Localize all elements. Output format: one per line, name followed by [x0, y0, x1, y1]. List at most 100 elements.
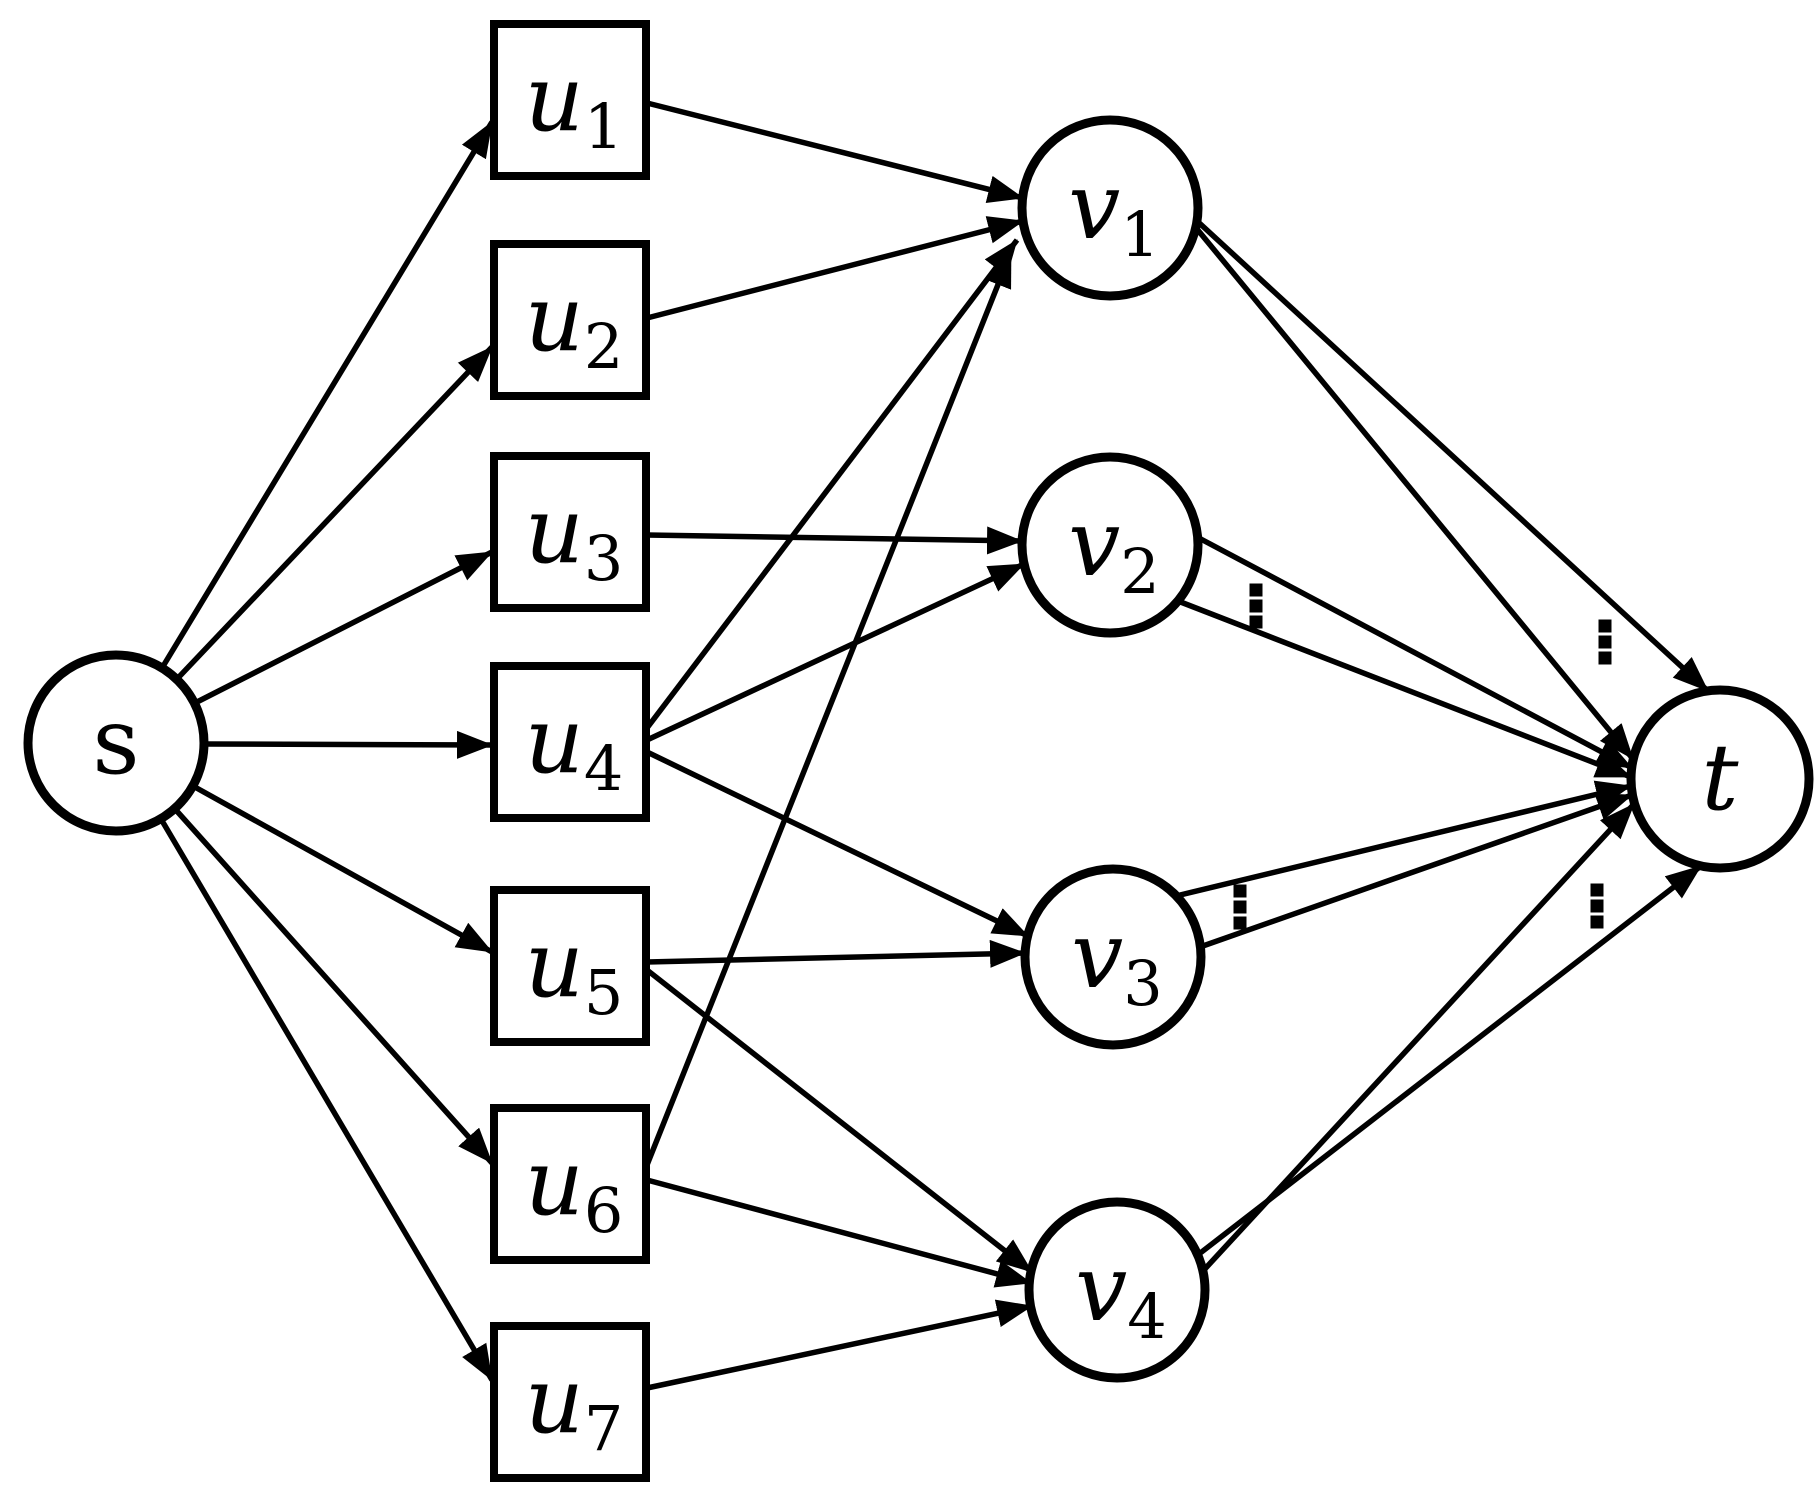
node-u5-label-main: u — [525, 911, 584, 1018]
edge-s-u6 — [172, 807, 495, 1165]
edges-layer — [158, 100, 1710, 1391]
dots-v3-t-dot-1 — [1233, 884, 1247, 898]
node-v1-label: v1 — [1068, 153, 1159, 271]
node-u1-label: u1 — [525, 45, 624, 163]
edge-s-u2 — [175, 345, 494, 681]
dots-v1-t-dot-2 — [1598, 635, 1612, 649]
edge-u5-v3 — [646, 939, 1026, 968]
dots-v1-t-dot-1 — [1598, 619, 1612, 633]
node-v2: v2 — [1017, 452, 1203, 638]
node-u7-square — [490, 1322, 650, 1482]
node-u5-label-subscript: 5 — [584, 956, 623, 1029]
node-u4: u4 — [490, 662, 650, 822]
edge-u2-v1 — [646, 216, 1024, 321]
node-u1-square — [490, 20, 650, 180]
dots-v2-t-dot-1 — [1249, 583, 1263, 597]
node-u3-label-main: u — [525, 477, 584, 584]
node-u6-label-subscript: 6 — [584, 1174, 623, 1247]
node-s-circle — [23, 650, 209, 836]
edge-u4-v1 — [644, 238, 1020, 730]
dots-v4-t — [1590, 883, 1604, 929]
edge-s-u7 — [158, 817, 495, 1382]
node-v3-label-main: v — [1071, 902, 1123, 1009]
node-v4: v4 — [1024, 1197, 1210, 1383]
node-v3-label: v3 — [1071, 902, 1162, 1020]
dots-v2-t-dot-2 — [1249, 599, 1263, 613]
node-t: t — [1626, 685, 1814, 873]
node-u1: u1 — [490, 20, 650, 180]
node-u4-label-main: u — [525, 687, 584, 794]
node-v3: v3 — [1020, 864, 1206, 1050]
node-u1-label-main: u — [525, 45, 584, 152]
node-t-circle — [1626, 685, 1814, 873]
node-u6-label: u6 — [525, 1129, 624, 1247]
node-u2-label-main: u — [525, 265, 584, 372]
dots-v4-t-dot-3 — [1590, 915, 1604, 929]
node-u2-label: u2 — [525, 265, 624, 383]
node-v2-label: v2 — [1068, 490, 1159, 608]
edge-v3-t-lower — [1199, 792, 1633, 950]
node-u5-label: u5 — [525, 911, 624, 1029]
node-t-label-main: t — [1702, 724, 1740, 831]
edge-u7-v4 — [646, 1299, 1033, 1391]
node-u6-square — [490, 1104, 650, 1264]
node-u2: u2 — [490, 240, 650, 400]
edge-u3-v2 — [646, 526, 1023, 555]
node-u6-label-main: u — [525, 1129, 584, 1236]
edge-v2-t-lower — [1177, 598, 1632, 780]
edge-s-u5 — [191, 783, 494, 955]
edge-u6-v1 — [644, 250, 1014, 1167]
node-v2-label-subscript: 2 — [1120, 535, 1159, 608]
node-u7-label-main: u — [525, 1347, 584, 1454]
node-v4-label-subscript: 4 — [1127, 1280, 1166, 1353]
dots-v1-t-dot-3 — [1598, 651, 1612, 665]
node-u2-square — [490, 240, 650, 400]
edge-v1-t-lower — [1194, 227, 1636, 761]
node-u3-label: u3 — [525, 477, 624, 595]
edge-v1-t-upper — [1194, 217, 1710, 694]
node-u2-label-subscript: 2 — [584, 310, 623, 383]
node-v4-label: v4 — [1075, 1235, 1166, 1353]
edge-v2-t-upper — [1195, 534, 1634, 771]
edge-s-u4 — [203, 730, 493, 759]
node-s: s — [23, 650, 209, 836]
node-u6: u6 — [490, 1104, 650, 1264]
node-u7-label: u7 — [525, 1347, 624, 1465]
node-v3-label-subscript: 3 — [1123, 947, 1162, 1020]
dots-v2-t — [1249, 583, 1263, 629]
ellipsis-layer — [1233, 583, 1612, 930]
node-u4-square — [490, 662, 650, 822]
node-u3: u3 — [490, 452, 650, 612]
node-v1-label-subscript: 1 — [1120, 198, 1159, 271]
node-u4-label: u4 — [525, 687, 624, 805]
edge-u1-v1 — [646, 100, 1024, 203]
node-v1-label-main: v — [1068, 153, 1120, 260]
node-s-label-main: s — [92, 688, 139, 795]
dots-v1-t — [1598, 619, 1612, 665]
node-v1-circle — [1017, 115, 1203, 301]
node-u5: u5 — [490, 886, 650, 1046]
edge-v3-t-upper — [1175, 780, 1632, 899]
edge-v4-t-lower — [1197, 863, 1703, 1257]
node-u7-label-subscript: 7 — [584, 1392, 623, 1465]
node-s-label: s — [92, 688, 139, 795]
node-v2-label-main: v — [1068, 490, 1120, 597]
dots-v4-t-dot-1 — [1590, 883, 1604, 897]
edge-u4-v2 — [645, 561, 1026, 743]
edge-u5-v4 — [645, 967, 1034, 1275]
node-u1-label-subscript: 1 — [584, 90, 623, 163]
node-v4-label-main: v — [1075, 1235, 1127, 1342]
node-u3-square — [490, 452, 650, 612]
edge-s-u3 — [193, 549, 494, 706]
dots-v3-t — [1233, 884, 1247, 930]
node-u3-label-subscript: 3 — [584, 522, 623, 595]
edge-u6-v4 — [646, 1177, 1032, 1288]
node-t-label: t — [1702, 724, 1740, 831]
dots-v3-t-dot-2 — [1233, 900, 1247, 914]
node-v1: v1 — [1017, 115, 1203, 301]
dots-v2-t-dot-3 — [1249, 615, 1263, 629]
node-u4-label-subscript: 4 — [584, 732, 623, 805]
node-u5-square — [490, 886, 650, 1046]
